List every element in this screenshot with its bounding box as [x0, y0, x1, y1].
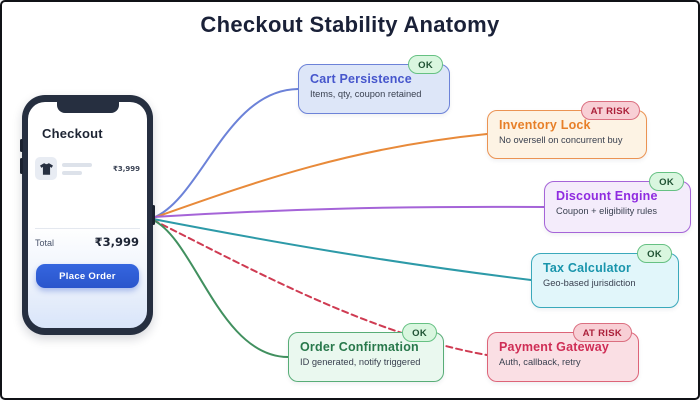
status-badge: OK [649, 172, 684, 191]
connector-inventory-lock [152, 133, 488, 219]
node-title: Payment Gateway [499, 340, 609, 354]
total-row: Total ₹3,999 [35, 235, 139, 249]
cart-item-row: ₹3,999 [35, 157, 140, 180]
placeholder-line [62, 170, 82, 175]
page-title: Checkout Stability Anatomy [200, 12, 500, 37]
node-desc: Auth, callback, retry [499, 357, 581, 367]
connector-order-confirmation [152, 219, 289, 358]
node-title: Order Confirmation [300, 340, 419, 354]
place-order-button[interactable]: Place Order [36, 264, 139, 288]
phone-volume-button [20, 158, 23, 174]
status-badge: OK [637, 244, 672, 263]
phone-power-button [152, 205, 155, 225]
total-divider [35, 228, 140, 229]
node-desc: Coupon + eligibility rules [556, 206, 658, 216]
node-cart-persistence: OK Cart Persistence Items, qty, coupon r… [298, 55, 450, 114]
status-badge: OK [408, 55, 443, 74]
checkout-heading: Checkout [42, 126, 103, 141]
connector-discount-engine [152, 205, 545, 218]
node-payment-gateway: AT RISK Payment Gateway Auth, callback, … [487, 323, 639, 382]
product-text-placeholder [62, 162, 113, 175]
connector-tax-calculator [152, 218, 532, 281]
total-value: ₹3,999 [94, 235, 139, 249]
node-desc: Items, qty, coupon retained [310, 89, 422, 99]
phone-volume-button [20, 139, 23, 152]
item-price: ₹3,999 [112, 164, 140, 173]
node-discount-engine: OK Discount Engine Coupon + eligibility … [544, 172, 691, 233]
node-title: Cart Persistence [310, 72, 412, 86]
node-desc: Geo-based jurisdiction [543, 278, 636, 288]
total-label: Total [35, 238, 55, 248]
node-title: Tax Calculator [543, 261, 632, 275]
status-badge: AT RISK [580, 101, 640, 120]
node-title: Discount Engine [556, 189, 658, 203]
tshirt-icon [39, 162, 53, 175]
node-desc: ID generated, notify triggered [300, 357, 421, 367]
phone-notch [56, 102, 119, 113]
node-order-confirmation: OK Order Confirmation ID generated, noti… [288, 323, 444, 382]
connector-cart-persistence [152, 88, 299, 219]
phone-screen: Checkout ₹3,999 Total ₹3,999 [28, 102, 147, 328]
placeholder-line [62, 162, 92, 167]
status-badge: OK [402, 323, 437, 342]
node-tax-calculator: OK Tax Calculator Geo-based jurisdiction [531, 244, 679, 308]
node-title: Inventory Lock [499, 118, 591, 132]
node-desc: No oversell on concurrent buy [499, 135, 623, 145]
status-badge: AT RISK [572, 323, 632, 342]
product-thumbnail [35, 157, 57, 180]
node-inventory-lock: AT RISK Inventory Lock No oversell on co… [487, 101, 647, 159]
phone-mockup: Checkout ₹3,999 Total ₹3,999 [20, 95, 155, 335]
